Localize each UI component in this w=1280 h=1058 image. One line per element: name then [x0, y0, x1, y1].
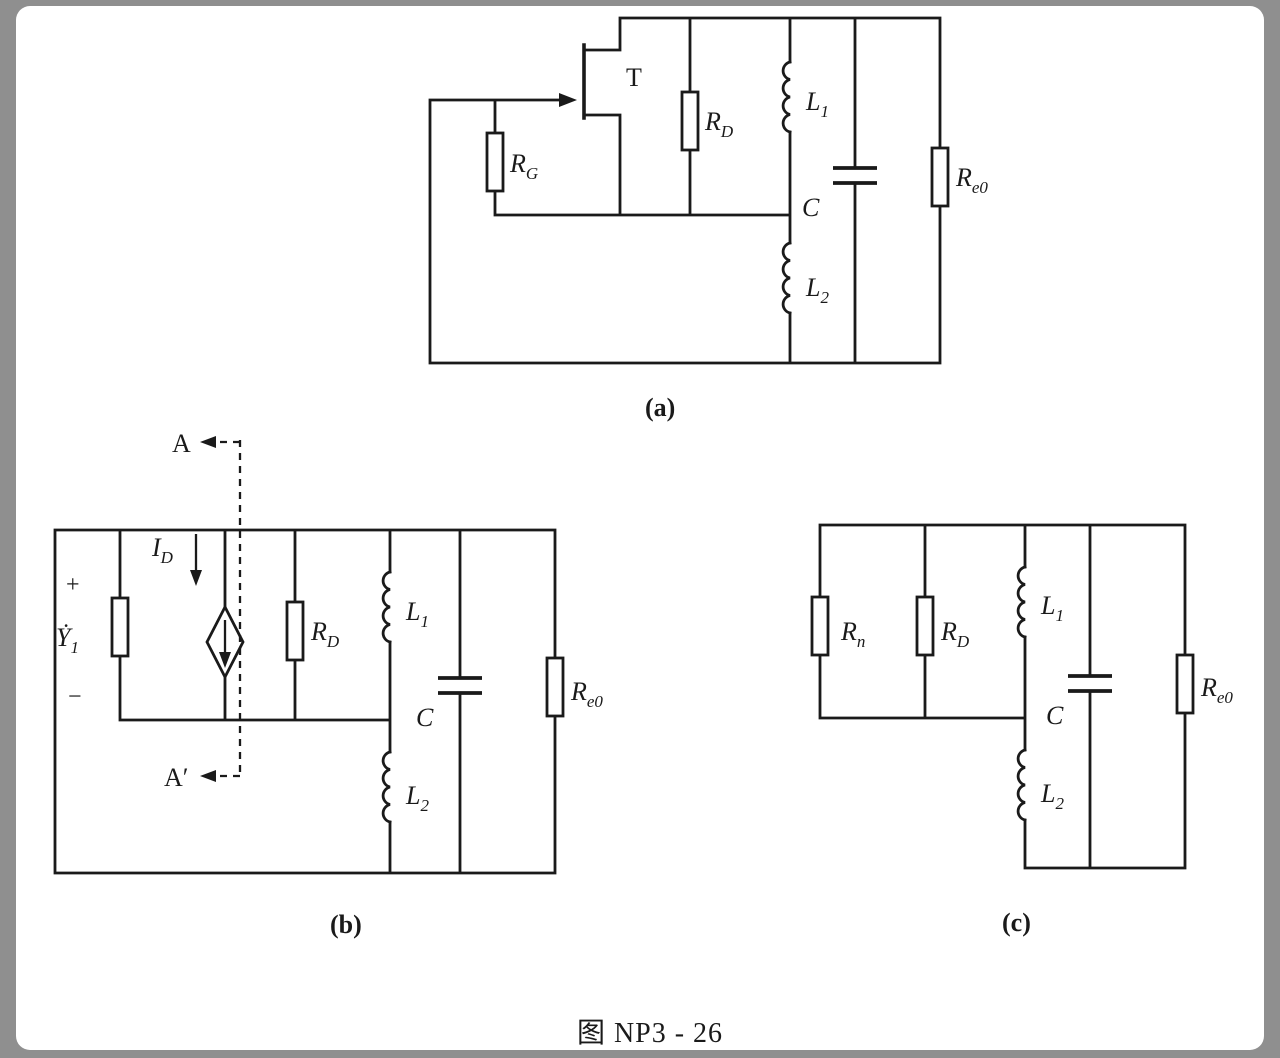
- wires: [53, 528, 557, 875]
- resistor-rd: [915, 595, 935, 657]
- rd-label: RD: [310, 617, 340, 651]
- l2-label: L2: [805, 273, 829, 307]
- cut-label-bottom: A′: [164, 763, 188, 792]
- capacitor-plates: [438, 676, 482, 695]
- figure-caption: 图 NP3 - 26: [577, 1018, 723, 1049]
- dependent-current-source-diamond: [205, 603, 245, 681]
- resistor-re0: [1175, 653, 1195, 715]
- resistor-re0: [545, 656, 565, 718]
- rg-label: RG: [509, 149, 538, 183]
- wires: [428, 16, 942, 365]
- resistor-rd: [680, 90, 700, 152]
- cut-line-dashed: [216, 440, 242, 778]
- inductor-l2-coil: [1016, 748, 1027, 822]
- source-minus-sign: −: [68, 684, 82, 710]
- wires: [818, 523, 1187, 870]
- subfigure-tag-c: (c): [1002, 908, 1031, 937]
- cap-label: C: [1046, 701, 1064, 730]
- re0-label: Re0: [570, 677, 603, 711]
- subfigure-tag-b: (b): [330, 910, 362, 939]
- resistor-re0: [930, 146, 950, 208]
- cut-label-top: A: [172, 429, 191, 458]
- circuit-b: A A′ ID + Ẏ1 − RD L1 C L2 Re0 (b): [53, 429, 603, 939]
- gate-arrow-icon: [559, 93, 577, 107]
- subfigure-tag-a: (a): [645, 393, 675, 422]
- capacitor-plates: [1068, 674, 1112, 693]
- l1-label: L1: [1040, 591, 1064, 625]
- inductor-l1-coil: [1016, 565, 1027, 639]
- id-arrow-icon: [190, 570, 202, 586]
- circuit-c: Rn RD L1 C L2 Re0 (c): [810, 523, 1233, 937]
- rn-label: Rn: [840, 617, 865, 651]
- resistor-rd: [285, 600, 305, 662]
- dependent-source-arrow-icon: [219, 652, 231, 668]
- inductor-l2-coil: [381, 750, 392, 824]
- cut-arrow-bottom-icon: [200, 770, 216, 782]
- source-label: Ẏ1: [56, 623, 79, 657]
- inductor-l2-coil: [781, 241, 792, 315]
- cut-arrow-top-icon: [200, 436, 216, 448]
- l1-label: L1: [805, 87, 829, 121]
- rd-label: RD: [940, 617, 970, 651]
- re0-label: Re0: [1200, 673, 1233, 707]
- re0-label: Re0: [955, 163, 988, 197]
- rd-label: RD: [704, 107, 734, 141]
- source-y1-symbol: [110, 596, 130, 658]
- transistor-label: T: [626, 63, 642, 92]
- resistor-rn: [810, 595, 830, 657]
- l2-label: L2: [1040, 779, 1064, 813]
- id-label: ID: [151, 533, 174, 567]
- inductor-l1-coil: [381, 570, 392, 644]
- cap-label: C: [802, 193, 820, 222]
- l1-label: L1: [405, 597, 429, 631]
- cap-label: C: [416, 703, 434, 732]
- capacitor-plates: [833, 166, 877, 185]
- page: [16, 6, 1264, 1050]
- circuit-a: T RG RD L1 C L2 Re0 (a): [428, 16, 988, 422]
- source-plus-sign: +: [66, 572, 80, 598]
- resistor-rg: [485, 131, 505, 193]
- l2-label: L2: [405, 781, 429, 815]
- inductor-l1-coil: [781, 60, 792, 134]
